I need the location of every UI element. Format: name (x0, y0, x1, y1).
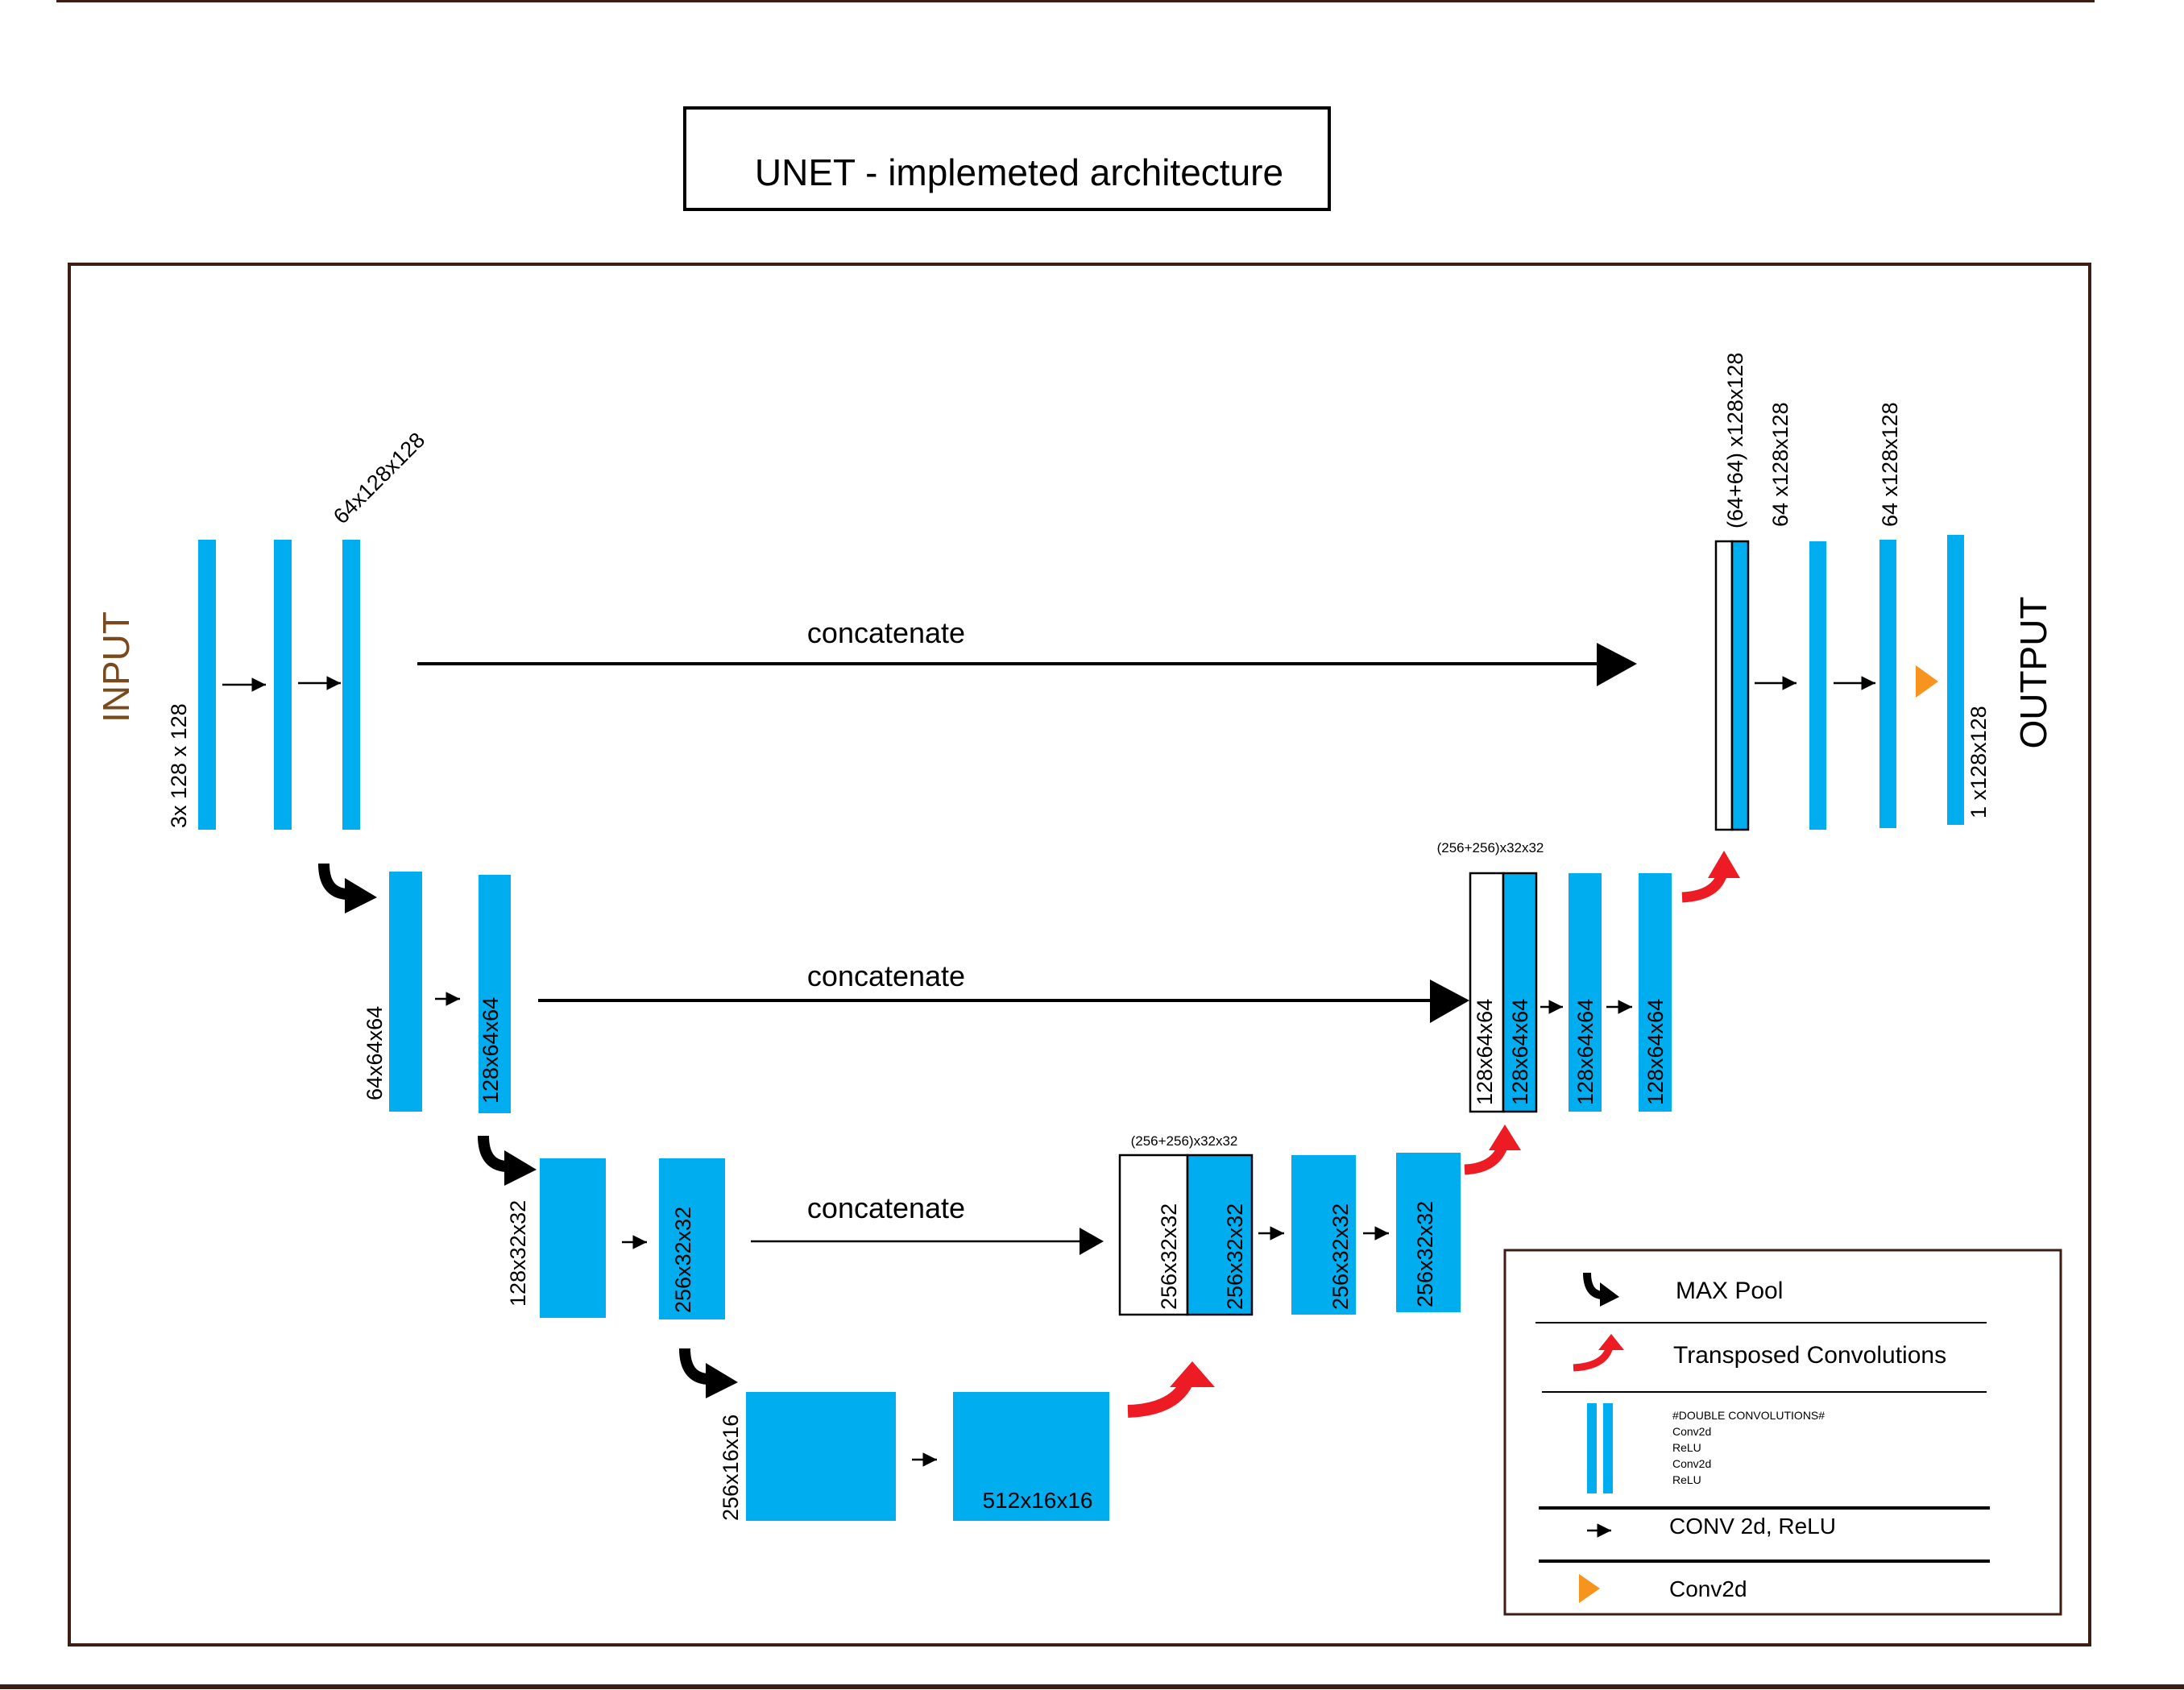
dim-out: 1 x128x128 (1966, 706, 1991, 818)
concat-label-3: concatenate (807, 1191, 965, 1224)
transposed-conv-arrow-2 (1464, 1125, 1521, 1175)
dim-e2b: 128x64x64 (479, 997, 503, 1104)
dec1-skip-block (1714, 540, 1734, 831)
dim-e3b: 256x32x32 (671, 1207, 695, 1313)
concat-arrowhead-3 (1080, 1228, 1104, 1255)
legend-conv-relu-label: CONV 2d, ReLU (1669, 1514, 1836, 1539)
dim-d1-top: (64+64) x128x128 (1723, 353, 1747, 528)
legend-conv2d-label: Conv2d (1669, 1576, 1747, 1601)
dec2-block-1 (1569, 873, 1602, 1112)
title-box (683, 106, 1331, 211)
diagram-title: UNET - implemeted architecture (755, 151, 1283, 193)
enc1-block-3 (342, 540, 360, 830)
dim-d3-top: (256+256)x32x32 (1131, 1133, 1238, 1149)
maxpool-arrow-2 (478, 1135, 537, 1186)
dim-d2-c2: 128x64x64 (1643, 999, 1668, 1105)
enc2-block-1 (389, 872, 422, 1112)
enc3-block-1 (540, 1158, 606, 1318)
output-label: OUTPUT (2012, 596, 2054, 748)
legend-double-conv-line: ReLU (1672, 1473, 1701, 1486)
dim-d3-blue: 256x32x32 (1223, 1203, 1247, 1310)
bottleneck-block-2 (953, 1392, 1109, 1521)
final-conv-arrow (1916, 665, 1938, 698)
legend-double-conv-line: ReLU (1672, 1441, 1701, 1454)
transposed-conv-arrow-3 (1127, 1361, 1215, 1418)
legend-transposed-icon (1573, 1334, 1624, 1372)
enc2-block-2 (479, 875, 511, 1113)
dim-in3: 64x128x128 (329, 428, 429, 528)
legend: MAX Pool Transposed Convolutions #DOUBLE… (1503, 1249, 2062, 1616)
concat-label-2: concatenate (807, 959, 965, 992)
legend-double-conv-icon (1587, 1403, 1613, 1493)
legend-transposed-label: Transposed Convolutions (1673, 1342, 1946, 1369)
legend-box (1503, 1249, 2062, 1616)
concat-arrowhead-1 (1597, 643, 1637, 686)
dim-e2a: 64x64x64 (363, 1006, 387, 1100)
dec1-block-1 (1809, 541, 1826, 830)
dim-d1-c1: 64 x128x128 (1768, 402, 1792, 527)
concat-arrowhead-2 (1430, 980, 1469, 1023)
dec3-skip-block (1118, 1154, 1189, 1316)
dim-e3a: 128x32x32 (506, 1200, 530, 1307)
bottleneck-block-1 (746, 1392, 896, 1521)
dec1-up-block (1730, 540, 1750, 831)
output-block (1947, 535, 1964, 825)
legend-maxpool-icon (1583, 1272, 1619, 1307)
dec3-block-2 (1396, 1153, 1461, 1312)
dec2-block-2 (1639, 873, 1672, 1112)
transposed-conv-arrow-1 (1681, 851, 1740, 903)
legend-conv2d-icon (1579, 1574, 1600, 1603)
input-label: INPUT (95, 611, 137, 723)
maxpool-arrow-3 (679, 1348, 738, 1398)
dim-d3-c1: 256x32x32 (1328, 1203, 1353, 1310)
dim-bt1: 256x16x16 (719, 1415, 743, 1521)
legend-double-conv-title: #DOUBLE CONVOLUTIONS# (1672, 1409, 1825, 1422)
enc1-block-2 (274, 540, 292, 830)
dim-d2-white: 128x64x64 (1473, 999, 1497, 1105)
maxpool-arrow-1 (318, 863, 377, 913)
dim-d2-blue: 128x64x64 (1508, 999, 1532, 1105)
dec1-block-2 (1879, 540, 1896, 828)
enc3-block-2 (659, 1158, 725, 1319)
dec2-up-block (1502, 872, 1538, 1113)
dim-d2-top: (256+256)x32x32 (1437, 840, 1544, 855)
dim-d3-c2: 256x32x32 (1413, 1201, 1437, 1307)
dec3-block-1 (1291, 1155, 1356, 1315)
legend-double-conv-line: Conv2d (1672, 1457, 1711, 1470)
legend-double-conv-line: Conv2d (1672, 1425, 1711, 1438)
dim-d2-c1: 128x64x64 (1573, 999, 1598, 1105)
dim-in1: 3x 128 x 128 (167, 703, 191, 828)
dim-bt2: 512x16x16 (982, 1488, 1092, 1513)
dec3-up-block (1186, 1154, 1254, 1316)
main-frame (68, 263, 2091, 1647)
legend-maxpool-label: MAX Pool (1676, 1278, 1783, 1304)
concat-label-1: concatenate (807, 616, 965, 649)
dim-d1-c2: 64 x128x128 (1878, 402, 1902, 527)
dim-d3-white: 256x32x32 (1157, 1203, 1181, 1310)
enc1-block-1 (198, 540, 216, 830)
